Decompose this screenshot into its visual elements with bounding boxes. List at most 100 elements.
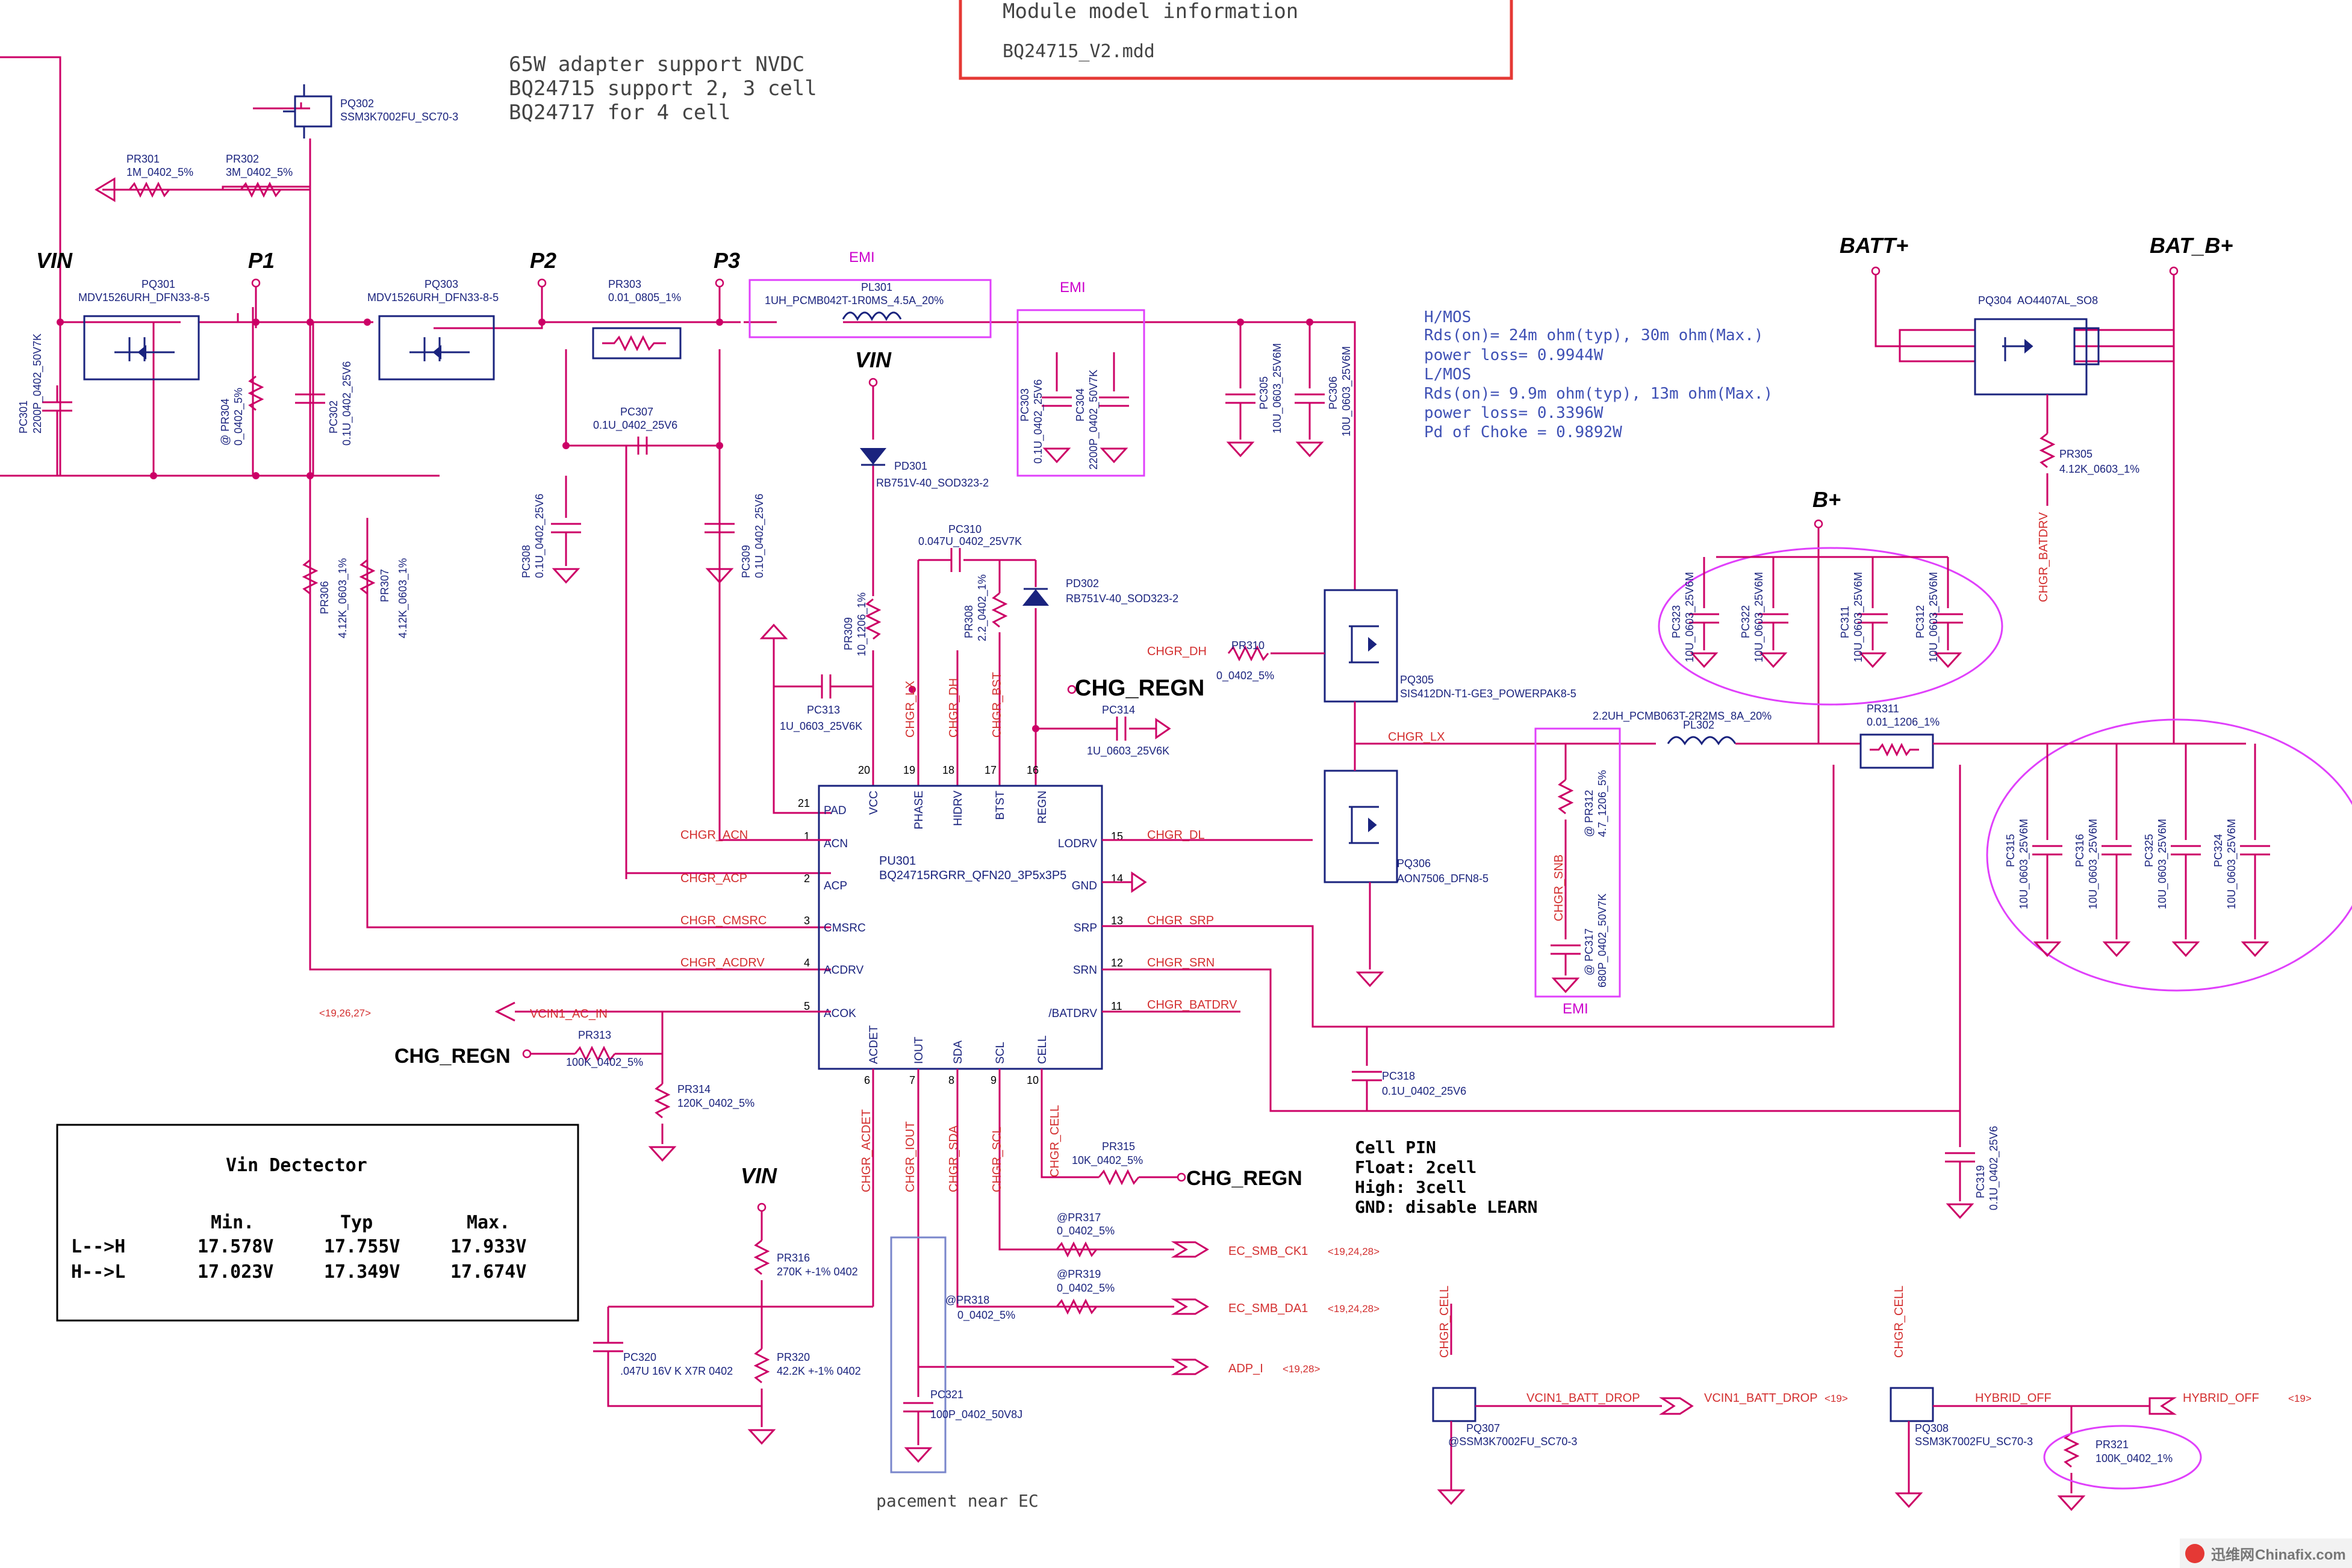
net-chg-regn-2: CHG_REGN	[394, 1045, 511, 1068]
logo-icon	[2185, 1544, 2204, 1563]
pc318-value: 0.1U_0402_25V6	[1382, 1085, 1466, 1098]
pr306-ref: PR306	[319, 581, 331, 614]
pc324-ref: PC324	[2212, 834, 2224, 867]
pc319-ref: PC319	[1974, 1165, 1986, 1198]
pc310-value: 0.047U_0402_25V7K	[918, 535, 1022, 548]
pc312-value: 10U_0603_25V6M	[1927, 572, 1940, 662]
sig-chgr-lx: CHGR_LX	[904, 681, 917, 738]
pr321-ref: PR321	[2095, 1439, 2129, 1451]
pc324-value: 10U_0603_25V6M	[2226, 819, 2238, 909]
pc301-value: 2200P_0402_50V7K	[31, 334, 44, 434]
pc325-ref: PC325	[2143, 834, 2155, 867]
pr311: PR311 0.01_1206_1%	[1859, 703, 2246, 769]
net-p1: P1	[248, 248, 275, 273]
port-vcin1-batt-drop-ref: <19>	[1825, 1393, 1848, 1404]
sig-chgr-srn: CHGR_SRN	[1147, 956, 1215, 969]
pr304: @ PR304 0_0402_5%	[219, 375, 264, 446]
pc317-value: 680P_0402_50V7K	[1596, 894, 1609, 988]
pr301-value: 1M_0402_5%	[126, 166, 193, 179]
ic-pin-name: PHASE	[913, 791, 926, 829]
pq306-part: AON7506_DFN8-5	[1397, 873, 1489, 885]
pc303-ref: PC303	[1019, 388, 1031, 422]
pr302: PR302 3M_0402_5%	[226, 153, 293, 198]
pl301-ref: PL301	[861, 281, 892, 293]
note-line: 65W adapter support NVDC	[509, 52, 804, 76]
pr312-ref: @ PR312	[1583, 790, 1595, 837]
pc303-value: 0.1U_0402_25V6	[1032, 379, 1045, 464]
pc322-value: 10U_0603_25V6M	[1753, 572, 1766, 662]
pr316-value: 270K +-1% 0402	[777, 1266, 858, 1278]
pc313: PC313 1U_0603_25V6K	[759, 623, 873, 814]
pc312-ref: PC312	[1914, 605, 1926, 638]
pr319-value: 0_0402_5%	[1057, 1282, 1115, 1295]
module-info-file: BQ24715_V2.mdd	[1003, 41, 1155, 62]
mos-note: Rds(on)= 9.9m ohm(typ), 13m ohm(Max.)	[1424, 385, 1773, 403]
pd302-ref: PD302	[1066, 577, 1099, 590]
pr308-value: 2.2_0402_1%	[976, 574, 989, 641]
chg-regn-top: CHG_REGN	[1067, 676, 1204, 701]
pd302-value: RB751V-40_SOD323-2	[1066, 593, 1178, 605]
ic-pin-number: 18	[942, 764, 954, 776]
ic-pin-number: 21	[798, 797, 810, 809]
ic-pin-number: 5	[804, 1000, 810, 1012]
pc302: PC302 0.1U_0402_25V6	[295, 361, 353, 446]
cell-note: GND: disable LEARN	[1355, 1197, 1537, 1217]
pr310-ref: PR310	[1231, 639, 1265, 652]
net-chg-regn: CHG_REGN	[1075, 676, 1204, 701]
pq308-part: SSM3K7002FU_SC70-3	[1915, 1436, 2033, 1448]
ic-pin-name: HIDRV	[952, 791, 965, 826]
port-adp-i: ADP_I	[1228, 1362, 1263, 1375]
pc318-ref: PC318	[1382, 1070, 1415, 1082]
pc323-value: 10U_0603_25V6M	[1684, 572, 1696, 662]
pl302: PL302 2.2UH_PCMB063T-2R2MS_8A_20%	[1593, 710, 1861, 745]
ic-pins: PAD21ACN1ACP2CMSRC3ACDRV4ACOK5LODRV15GND…	[798, 764, 1123, 1086]
pq306: PQ306 AON7506_DFN8-5	[1324, 770, 1489, 988]
pr306-value: 4.12K_0603_1%	[337, 558, 349, 638]
ic-pin-number: 6	[864, 1074, 870, 1086]
pc305-ref: PC305	[1258, 376, 1270, 409]
emi-box-snubber: EMI CHGR_SNB @ PR312 4.7_1206_5% @ PC317…	[1534, 727, 1621, 1017]
pq307-ref: PQ307	[1466, 1422, 1500, 1434]
pr307: PR307 4.12K_0603_1%	[359, 558, 409, 638]
pq303: PQ303 MDV1526URH_DFN33-8-5	[367, 278, 499, 381]
pr310-value: 0_0402_5%	[1216, 670, 1274, 682]
pl301-value: 1UH_PCMB042T-1R0MS_4.5A_20%	[765, 294, 944, 307]
vin-detector-header: Min.	[211, 1212, 254, 1233]
mos-notes: H/MOS Rds(on)= 24m ohm(typ), 30m ohm(Max…	[1424, 308, 1773, 441]
vin-detector-cell: 17.755V	[324, 1236, 400, 1257]
adapter-notes: 65W adapter support NVDC BQ24715 support…	[509, 52, 817, 125]
pc308-ref: PC308	[520, 545, 532, 578]
ic-pin-number: 17	[985, 764, 997, 776]
vin-test-point	[868, 378, 878, 387]
watermark-brand: 迅维网	[2211, 1546, 2254, 1563]
pc301: PC301 2200P_0402_50V7K	[17, 334, 72, 476]
net-vin: VIN	[36, 248, 73, 273]
ic-pin-name: SRN	[1073, 964, 1097, 977]
ic-pin-name: CMSRC	[824, 922, 866, 935]
port-hybrid-off-ref: <19>	[2288, 1393, 2312, 1404]
ic-pin-name: PAD	[824, 804, 847, 817]
placement-note: pacement near EC	[876, 1491, 1039, 1511]
sig-chgr-acdrv: CHGR_ACDRV	[680, 956, 765, 969]
cell-note: Cell PIN	[1355, 1137, 1436, 1157]
ic-pin-name: REGN	[1036, 791, 1049, 824]
cell-notes: Cell PIN Float: 2cell High: 3cell GND: d…	[1355, 1137, 1537, 1217]
pc301-ref: PC301	[17, 400, 30, 434]
pc306-ref: PC306	[1327, 376, 1339, 409]
note-line: BQ24717 for 4 cell	[509, 101, 730, 125]
ic-pin-number: 1	[804, 830, 810, 842]
pc306-value: 10U_0603_25V6M	[1340, 346, 1353, 437]
vin-detector-title: Vin Dectector	[226, 1155, 367, 1176]
ic-pin-name: IOUT	[913, 1036, 926, 1064]
watermark-site: Chinafix.com	[2255, 1547, 2346, 1563]
module-info-title: Module model information	[1003, 0, 1298, 23]
watermark: 迅维网 Chinafix.com	[2180, 1538, 2352, 1568]
sig-chgr-acdet: CHGR_ACDET	[860, 1109, 873, 1192]
pc310: PC310 0.047U_0402_25V7K	[918, 523, 1036, 572]
pr306: PR306 4.12K_0603_1%	[302, 558, 349, 638]
pq305-ref: PQ305	[1400, 674, 1434, 686]
pr311-value: 0.01_1206_1%	[1867, 716, 1940, 729]
emi-box-pl301: EMI 1UH_PCMB042T-1R0MS_4.5A_20% PL301	[748, 249, 992, 338]
pc315-value: 10U_0603_25V6M	[2018, 819, 2030, 909]
